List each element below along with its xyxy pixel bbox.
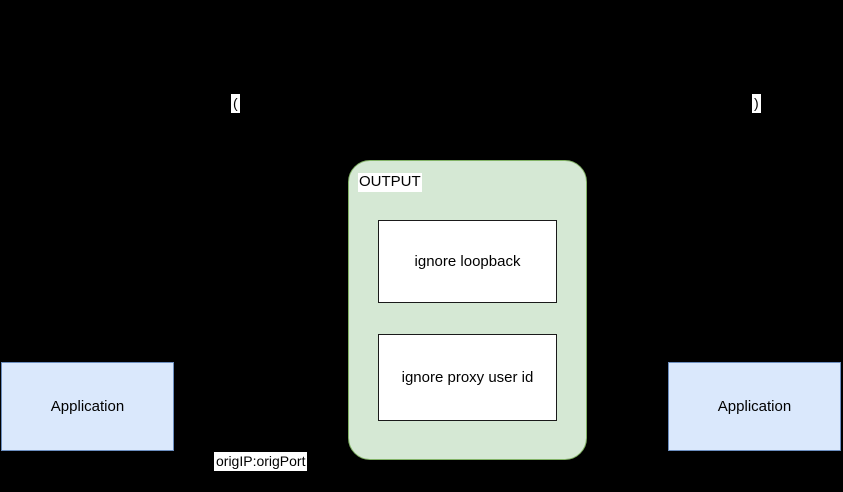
application-left-label: Application (50, 397, 125, 415)
edge-label-clipped-right: ) (752, 94, 761, 113)
application-right-label: Application (717, 397, 792, 415)
edge-label-orig-endpoint: origIP:origPort (214, 452, 308, 471)
edge-label-clipped-left: ( (231, 94, 240, 113)
output-group-label: OUTPUT (358, 173, 422, 192)
ignore-loopback-label: ignore loopback (414, 252, 521, 270)
ignore-proxy-user-id-box[interactable]: ignore proxy user id (378, 334, 557, 421)
ignore-proxy-user-id-label: ignore proxy user id (401, 368, 534, 386)
ignore-loopback-box[interactable]: ignore loopback (378, 220, 557, 303)
application-box-right[interactable]: Application (668, 362, 841, 451)
application-box-left[interactable]: Application (1, 362, 174, 451)
